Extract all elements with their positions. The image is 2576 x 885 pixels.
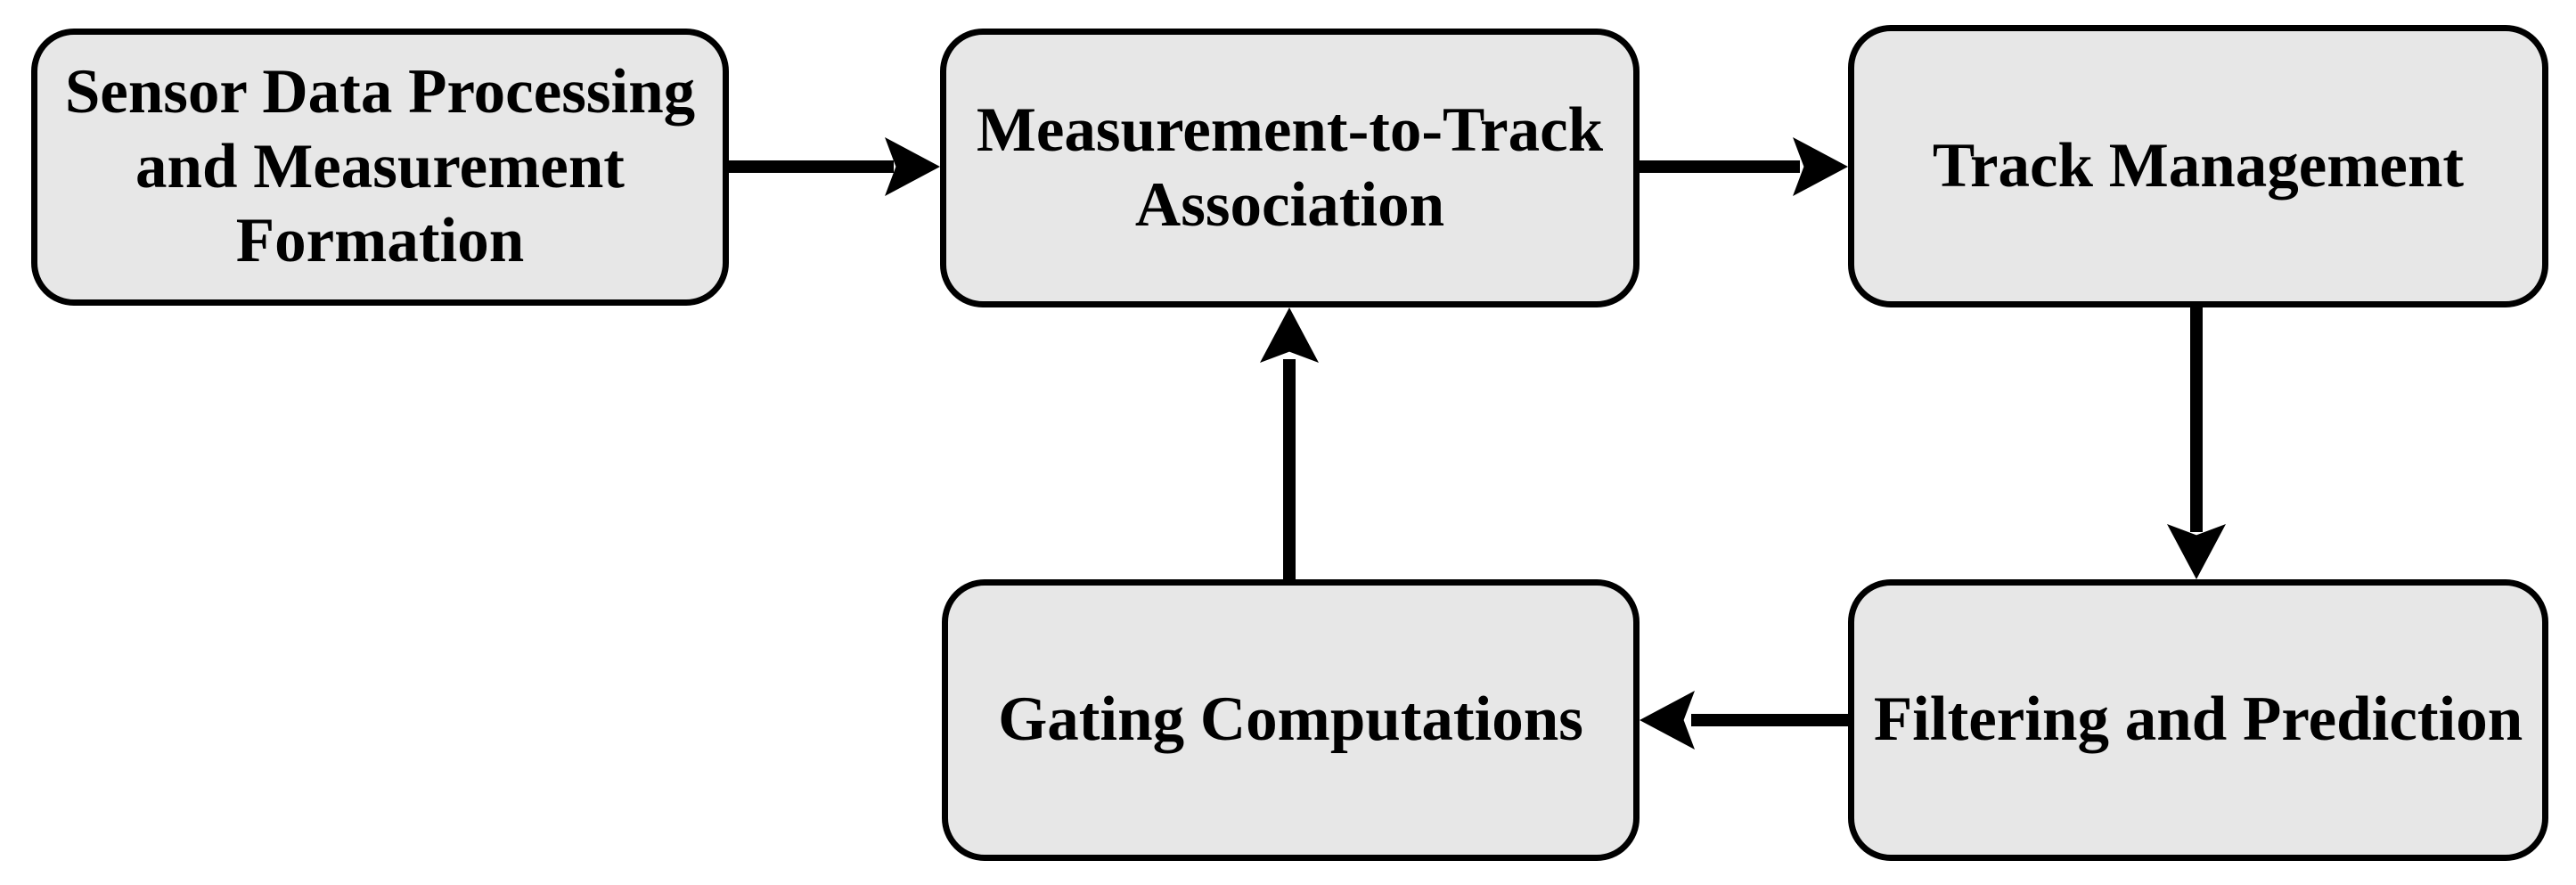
node-track-management: Track Management [1848,25,2548,307]
arrow-shaft [2190,307,2203,532]
node-filtering-and-prediction: Filtering and Prediction [1848,579,2548,861]
arrowhead-left-icon [1640,691,1695,750]
arrowhead-down-icon [2167,524,2226,579]
node-label-sensor-data-processing: Sensor Data Processing and Measurement F… [64,56,696,276]
node-gating-computations: Gating Computations [942,579,1640,861]
node-label-gating-computations: Gating Computations [998,684,1583,755]
node-label-track-management: Track Management [1932,130,2465,201]
arrow-shaft [1640,160,1800,173]
arrowhead-right-icon [1793,137,1848,196]
node-sensor-data-processing: Sensor Data Processing and Measurement F… [31,29,729,306]
node-label-filtering-and-prediction: Filtering and Prediction [1873,684,2523,755]
node-measurement-to-track-association: Measurement-to-Track Association [940,29,1640,307]
arrow-shaft [1283,359,1296,580]
node-label-measurement-to-track-association: Measurement-to-Track Association [976,94,1604,240]
arrow-shaft [1691,714,1848,726]
arrow-shaft [729,160,894,173]
arrowhead-up-icon [1260,307,1319,363]
